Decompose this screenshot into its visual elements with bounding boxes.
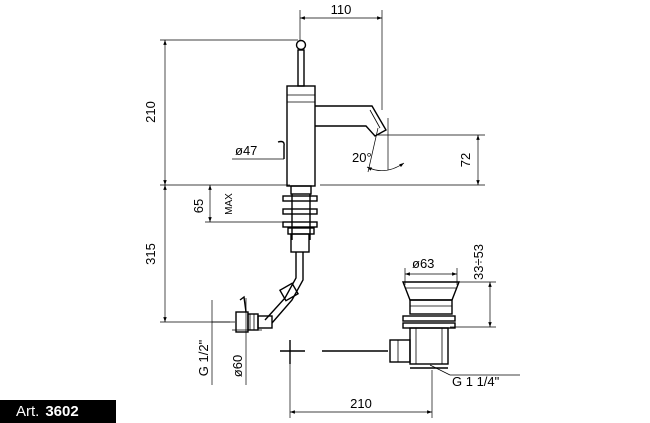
label-max: MAX [224,193,235,215]
label-deck-thickness: 65 [191,199,206,213]
label-tail-length: 315 [143,243,158,265]
article-badge: Art. 3602 [0,400,116,423]
dimension-lines [160,10,520,418]
label-body-diameter: ø47 [235,143,257,158]
label-waste-diameter: ø63 [412,256,434,271]
article-prefix: Art. [16,403,40,420]
faucet-drawing [235,39,388,364]
label-waste-thread: G 1 1/4" [452,374,500,389]
waste-drawing [389,281,461,369]
label-connection-thread: G 1/2" [196,339,211,376]
label-waste-distance: 210 [350,396,372,411]
label-outlet-height: 72 [458,153,473,167]
dimension-labels: 110 210 ø47 20° 72 65 MAX 315 ø63 33÷53 … [143,2,500,411]
label-spout-reach: 110 [331,2,352,17]
article-number: 3602 [45,403,79,420]
label-outlet-angle: 20° [352,150,372,165]
label-escutcheon-diameter: ø60 [230,355,245,377]
label-waste-range: 33÷53 [471,244,486,280]
label-height-total: 210 [143,101,158,123]
